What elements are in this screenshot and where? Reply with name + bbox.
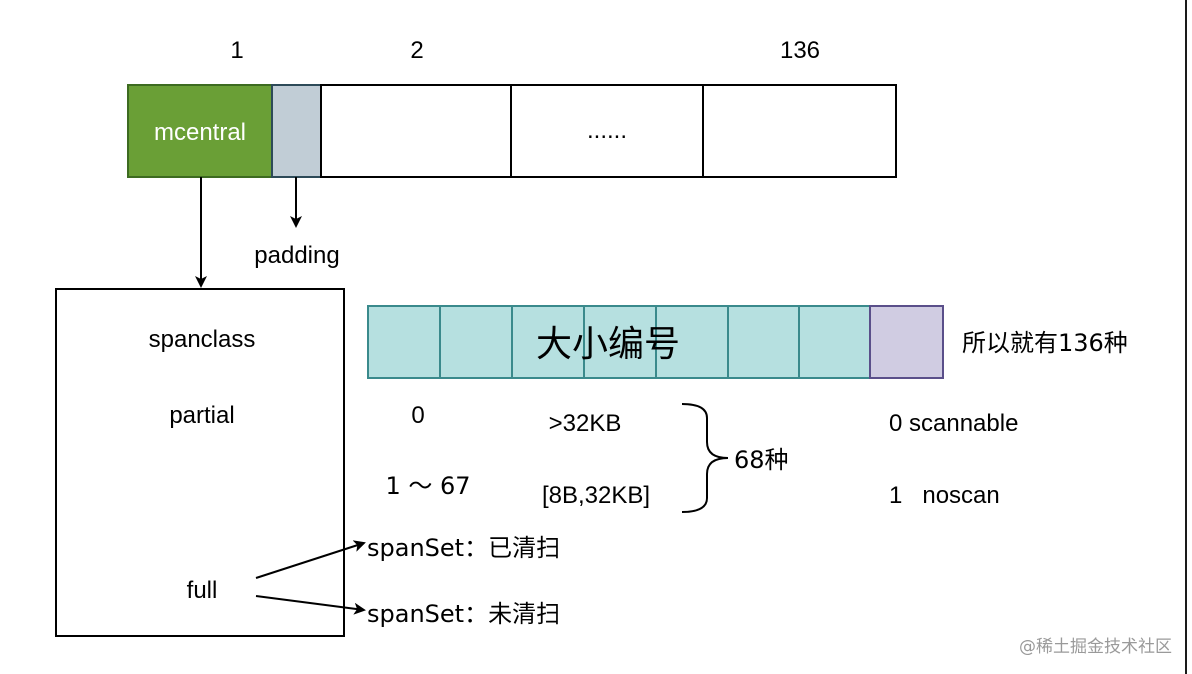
field-spanclass: spanclass bbox=[149, 326, 256, 353]
index-1: 1 bbox=[230, 37, 243, 64]
index-2: 2 bbox=[410, 37, 423, 64]
size-class-cell bbox=[655, 305, 729, 379]
size-class-cell bbox=[727, 305, 800, 379]
size-class-label: 大小编号 bbox=[536, 324, 680, 365]
spanset-swept: spanSet：已清扫 bbox=[367, 534, 560, 562]
mcentral-cell bbox=[127, 84, 273, 178]
size-class-cell bbox=[439, 305, 513, 379]
spanset-unswept: spanSet：未清扫 bbox=[367, 600, 560, 628]
size-class-bar: 大小编号 bbox=[367, 305, 944, 379]
row-0-range: >32KB bbox=[549, 410, 622, 437]
padding-label: padding bbox=[254, 242, 339, 269]
size-class-cell bbox=[367, 305, 441, 379]
row-1-index: 1 ～ 67 bbox=[385, 472, 470, 500]
scan-option-noscan: 1 noscan bbox=[889, 482, 1000, 509]
mcentral-label: mcentral bbox=[154, 119, 246, 146]
full-to-unswept-arrow bbox=[255, 595, 366, 615]
brace-icon bbox=[681, 403, 729, 513]
row-0-index: 0 bbox=[411, 402, 424, 429]
index-136: 136 bbox=[780, 37, 820, 64]
scan-option-scannable: 0 scannable bbox=[889, 410, 1018, 437]
field-full: full bbox=[187, 577, 218, 604]
watermark: @稀土掘金技术社区 bbox=[1019, 637, 1172, 657]
ellipsis: ...... bbox=[587, 117, 627, 144]
array-cell bbox=[320, 84, 512, 178]
noscan-bit-cell bbox=[869, 305, 944, 379]
size-class-total: 所以就有136种 bbox=[962, 329, 1128, 357]
field-partial: partial bbox=[169, 402, 234, 429]
padding-cell bbox=[271, 84, 322, 178]
size-class-cell bbox=[798, 305, 871, 379]
full-to-swept-arrow bbox=[255, 540, 366, 579]
right-edge-rule bbox=[1185, 0, 1187, 674]
row-1-range: [8B,32KB] bbox=[542, 482, 650, 509]
mcentral-struct-box bbox=[55, 288, 345, 637]
array-cell bbox=[702, 84, 897, 178]
size-class-cell bbox=[511, 305, 585, 379]
mcentral-array: mcentral ...... bbox=[127, 84, 897, 178]
group-count: 68种 bbox=[734, 446, 789, 474]
array-cell bbox=[510, 84, 704, 178]
